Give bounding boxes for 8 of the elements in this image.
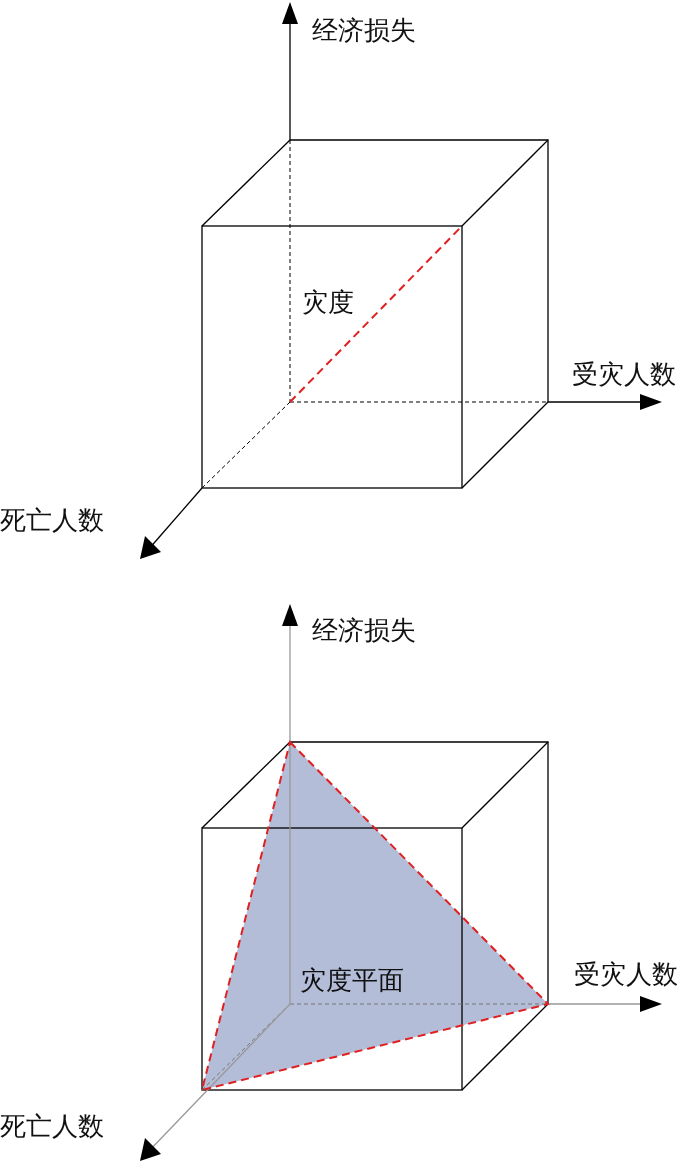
plane-label: 灾度平面 [300, 964, 404, 996]
axis-label: 经济损失 [312, 614, 416, 646]
diagonal-label: 灾度 [302, 286, 354, 318]
axis-label: 死亡人数 [0, 504, 104, 536]
axis-label: 经济损失 [312, 14, 416, 46]
axis-label: 死亡人数 [0, 1110, 104, 1142]
axis-label: 受灾人数 [572, 358, 676, 390]
axis-label: 受灾人数 [574, 958, 678, 990]
